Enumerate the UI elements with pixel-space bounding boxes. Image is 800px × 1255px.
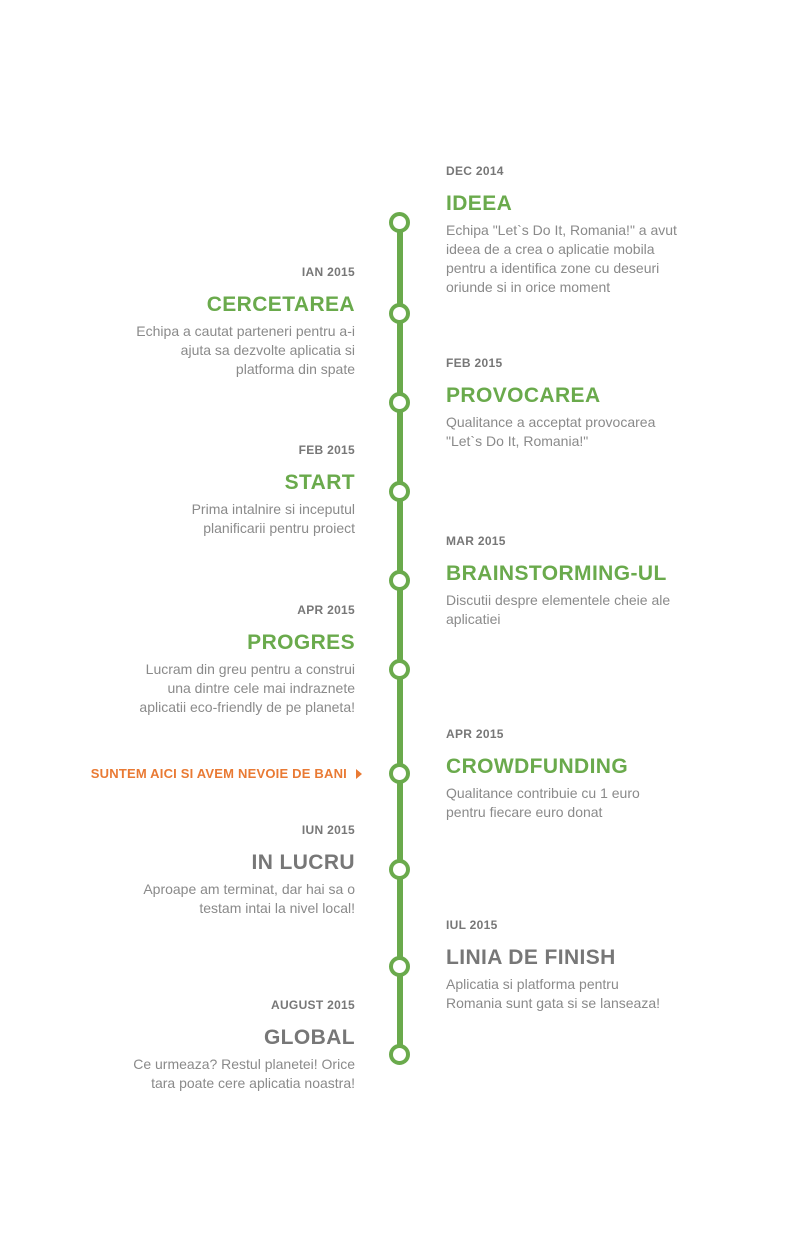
desc-line: Qualitance contribuie cu 1 euro <box>446 785 640 801</box>
timeline-entry-progres: APR 2015 PROGRES Lucram din greu pentru … <box>139 603 355 717</box>
entry-date: FEB 2015 <box>446 356 503 370</box>
timeline-entry-global: AUGUST 2015 GLOBAL Ce urmeaza? Restul pl… <box>133 998 355 1093</box>
entry-description: Echipa "Let`s Do It, Romania!" a avut id… <box>446 221 677 297</box>
entry-description: Qualitance contribuie cu 1 euro pentru f… <box>446 784 640 822</box>
desc-line: ideea de a crea o aplicatie mobila <box>446 241 655 257</box>
entry-title: LINIA DE FINISH <box>446 946 616 969</box>
desc-line: Echipa "Let`s Do It, Romania!" a avut <box>446 222 677 238</box>
entry-title: IDEEA <box>446 192 513 215</box>
entry-title: PROGRES <box>247 631 355 654</box>
entry-description: Aplicatia si platforma pentru Romania su… <box>446 975 660 1013</box>
timeline-entry-crowdfunding: APR 2015 CROWDFUNDING Qualitance contrib… <box>446 727 640 822</box>
entry-description: Aproape am terminat, dar hai sa o testam… <box>143 880 355 918</box>
entry-date: DEC 2014 <box>446 164 504 178</box>
callout-label: SUNTEM AICI SI AVEM NEVOIE DE BANI <box>90 766 347 781</box>
desc-line: Aproape am terminat, dar hai sa o <box>143 881 355 897</box>
entry-date: APR 2015 <box>446 727 504 741</box>
timeline-entry-provocarea: FEB 2015 PROVOCAREA Qualitance a accepta… <box>446 356 655 451</box>
entry-description: Ce urmeaza? Restul planetei! Orice tara … <box>133 1055 355 1093</box>
entry-date: IUN 2015 <box>301 823 355 837</box>
timeline-node-2 <box>389 303 410 324</box>
timeline-entry-start: FEB 2015 START Prima intalnire si incepu… <box>192 443 355 538</box>
desc-line: platforma din spate <box>235 361 355 377</box>
entry-description: Qualitance a acceptat provocarea "Let`s … <box>446 413 655 451</box>
desc-line: Lucram din greu pentru a construi <box>145 661 355 677</box>
entry-description: Echipa a cautat parteneri pentru a-i aju… <box>136 322 355 379</box>
desc-line: Romania sunt gata si se lanseaza! <box>446 995 661 1011</box>
desc-line: oriunde si in orice moment <box>446 279 611 295</box>
desc-line: tara poate cere aplicatia noastra! <box>151 1075 355 1091</box>
timeline-entry-in-lucru: IUN 2015 IN LUCRU Aproape am terminat, d… <box>143 823 355 918</box>
desc-line: Echipa a cautat parteneri pentru a-i <box>136 323 355 339</box>
entry-date: AUGUST 2015 <box>271 998 355 1012</box>
entry-date: MAR 2015 <box>446 534 506 548</box>
timeline-entry-ideea: DEC 2014 IDEEA Echipa "Let`s Do It, Roma… <box>446 164 677 297</box>
current-stage-callout: SUNTEM AICI SI AVEM NEVOIE DE BANI <box>91 766 362 781</box>
timeline-node-4 <box>389 481 410 502</box>
desc-line: Prima intalnire si inceputul <box>191 501 355 517</box>
timeline-node-7 <box>389 763 410 784</box>
timeline-entry-cercetarea: IAN 2015 CERCETAREA Echipa a cautat part… <box>136 265 355 379</box>
entry-title: PROVOCAREA <box>446 384 601 407</box>
entry-description: Discutii despre elementele cheie ale apl… <box>446 591 670 629</box>
timeline-node-1 <box>389 212 410 233</box>
desc-line: testam intai la nivel local! <box>199 900 355 916</box>
timeline-node-3 <box>389 392 410 413</box>
desc-line: Aplicatia si platforma pentru <box>446 976 619 992</box>
desc-line: Discutii despre elementele cheie ale <box>446 592 671 608</box>
entry-title: CERCETAREA <box>206 293 355 316</box>
entry-title: START <box>284 471 355 494</box>
desc-line: una dintre cele mai indraznete <box>167 680 355 696</box>
timeline-line <box>397 222 403 1055</box>
timeline-node-10 <box>389 1044 410 1065</box>
timeline-node-9 <box>389 956 410 977</box>
entry-date: IUL 2015 <box>446 918 498 932</box>
desc-line: pentru fiecare euro donat <box>446 804 603 820</box>
desc-line: pentru a identifica zone cu deseuri <box>446 260 660 276</box>
entry-description: Prima intalnire si inceputul planificari… <box>192 500 355 538</box>
entry-description: Lucram din greu pentru a construi una di… <box>139 660 355 717</box>
desc-line: aplicatii eco-friendly de pe planeta! <box>139 699 355 715</box>
entry-title: BRAINSTORMING-UL <box>446 562 667 585</box>
timeline-node-6 <box>389 659 410 680</box>
entry-title: CROWDFUNDING <box>446 755 629 778</box>
arrow-right-icon <box>356 768 362 779</box>
desc-line: ajuta sa dezvolte aplicatia si <box>180 342 355 358</box>
entry-date: APR 2015 <box>297 603 355 617</box>
entry-date: IAN 2015 <box>301 265 355 279</box>
desc-line: aplicatiei <box>446 611 501 627</box>
entry-title: GLOBAL <box>263 1026 355 1049</box>
timeline-entry-brainstorming: MAR 2015 BRAINSTORMING-UL Discutii despr… <box>446 534 670 629</box>
timeline-node-8 <box>389 859 410 880</box>
entry-title: IN LUCRU <box>251 851 355 874</box>
desc-line: Qualitance a acceptat provocarea <box>446 414 656 430</box>
entry-date: FEB 2015 <box>298 443 355 457</box>
desc-line: Ce urmeaza? Restul planetei! Orice <box>133 1056 355 1072</box>
desc-line: "Let`s Do It, Romania!" <box>446 433 589 449</box>
timeline-entry-linia-de-finish: IUL 2015 LINIA DE FINISH Aplicatia si pl… <box>446 918 660 1013</box>
desc-line: planificarii pentru proiect <box>203 520 355 536</box>
timeline-node-5 <box>389 570 410 591</box>
